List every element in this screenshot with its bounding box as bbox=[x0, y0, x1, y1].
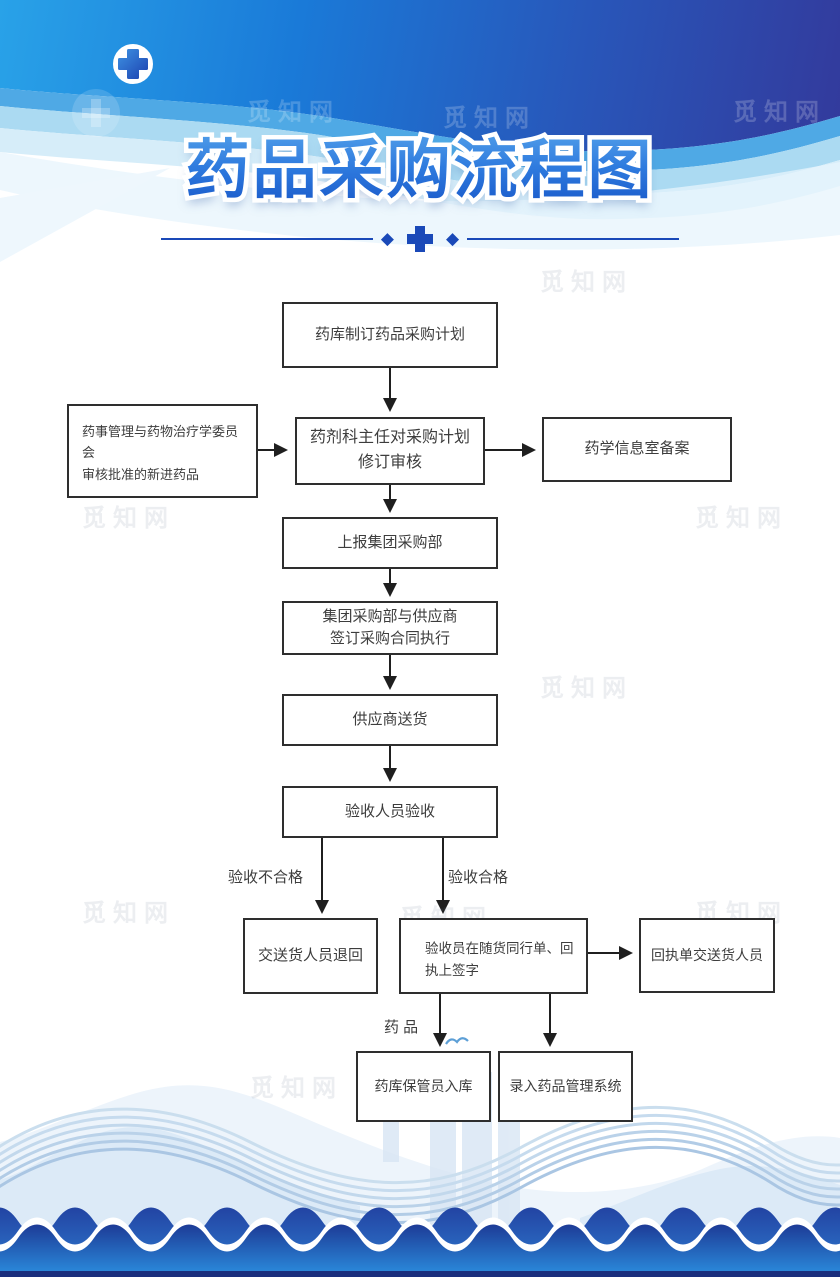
edge-label-drug: 药 品 bbox=[384, 1019, 419, 1036]
wave-stripes bbox=[0, 1105, 840, 1225]
node-contract-line2: 签订采购合同执行 bbox=[329, 630, 450, 647]
node-reject: 交送货人员退回 bbox=[243, 918, 378, 994]
node-report: 上报集团采购部 bbox=[282, 517, 498, 569]
node-review: 药剂科主任对采购计划 修订审核 bbox=[295, 417, 485, 485]
header-art bbox=[0, 0, 840, 262]
edge-label-pass: 验收合格 bbox=[448, 869, 509, 886]
node-warehouse-label: 药库保管员入库 bbox=[374, 1077, 473, 1094]
node-sign-line1: 验收员在随货同行单、回 bbox=[425, 941, 574, 956]
node-inspect-label: 验收人员验收 bbox=[344, 802, 435, 820]
watermark-text: 觅知网 bbox=[82, 900, 175, 927]
node-review-line1: 药剂科主任对采购计划 bbox=[309, 429, 470, 447]
watermark-text: 觅知网 bbox=[540, 269, 633, 296]
node-reject-label: 交送货人员退回 bbox=[257, 946, 363, 964]
watermark-text: 觅知网 bbox=[540, 675, 633, 702]
node-contract: 集团采购部与供应商 签订采购合同执行 bbox=[282, 601, 498, 655]
node-sign: 验收员在随货同行单、回 执上签字 bbox=[399, 918, 588, 994]
diamond-icon: ◆ bbox=[446, 229, 460, 248]
header-mid-band bbox=[0, 88, 840, 172]
node-system-label: 录入药品管理系统 bbox=[509, 1077, 622, 1094]
page-title: 药品采购流程图 药品采购流程图 bbox=[0, 122, 840, 222]
header-dark-band bbox=[0, 0, 840, 152]
watermark-text: 觅知网 bbox=[443, 105, 536, 132]
edge-label-fail: 验收不合格 bbox=[228, 869, 304, 886]
node-plan-label: 药库制订药品采购计划 bbox=[314, 325, 465, 343]
footer-art bbox=[0, 1037, 840, 1277]
page-title-text: 药品采购流程图 bbox=[186, 122, 655, 218]
bird-icon bbox=[445, 1037, 469, 1045]
divider-line-right bbox=[467, 238, 680, 240]
watermark-text: 觅知网 bbox=[247, 99, 340, 126]
node-inspect: 验收人员验收 bbox=[282, 786, 498, 838]
node-info: 药学信息室备案 bbox=[542, 417, 732, 482]
ghost-cross-icon bbox=[72, 89, 120, 137]
node-warehouse: 药库保管员入库 bbox=[356, 1051, 491, 1122]
node-sign-line2: 执上签字 bbox=[425, 963, 479, 979]
watermark-text: 觅知网 bbox=[250, 1075, 343, 1102]
node-committee-line1: 药事管理与药物治疗学委员会 bbox=[82, 424, 239, 461]
plus-icon bbox=[407, 226, 433, 252]
medical-cross-icon bbox=[113, 44, 153, 84]
node-receipt: 回执单交送货人员 bbox=[639, 918, 775, 993]
bottom-strip bbox=[0, 1271, 840, 1277]
watermark-text: 觅知网 bbox=[733, 99, 826, 126]
diamond-icon: ◆ bbox=[380, 229, 394, 248]
node-committee: 药事管理与药物治疗学委员会 审核批准的新进药品 bbox=[67, 404, 258, 498]
wave-band-lower bbox=[0, 1224, 840, 1277]
watermark-text: 觅知网 bbox=[695, 505, 788, 532]
node-review-line2: 修订审核 bbox=[357, 454, 422, 471]
node-delivery: 供应商送货 bbox=[282, 694, 498, 746]
node-delivery-label: 供应商送货 bbox=[352, 710, 428, 728]
node-contract-line1: 集团采购部与供应商 bbox=[322, 607, 458, 625]
page-title-outline: 药品采购流程图 bbox=[181, 122, 656, 218]
header-light-band bbox=[0, 106, 840, 195]
divider-line-left bbox=[160, 238, 373, 240]
node-system: 录入药品管理系统 bbox=[498, 1051, 633, 1122]
header-pale-swoosh bbox=[0, 152, 840, 250]
node-report-label: 上报集团采购部 bbox=[337, 533, 443, 551]
node-receipt-label: 回执单交送货人员 bbox=[651, 946, 763, 963]
node-info-label: 药学信息室备案 bbox=[584, 440, 690, 458]
title-divider: ◆ ◆ bbox=[0, 224, 840, 254]
node-committee-line2: 审核批准的新进药品 bbox=[82, 466, 200, 482]
watermark-text: 觅知网 bbox=[82, 505, 175, 532]
node-plan: 药库制订药品采购计划 bbox=[282, 302, 498, 368]
header-shard bbox=[0, 168, 170, 262]
